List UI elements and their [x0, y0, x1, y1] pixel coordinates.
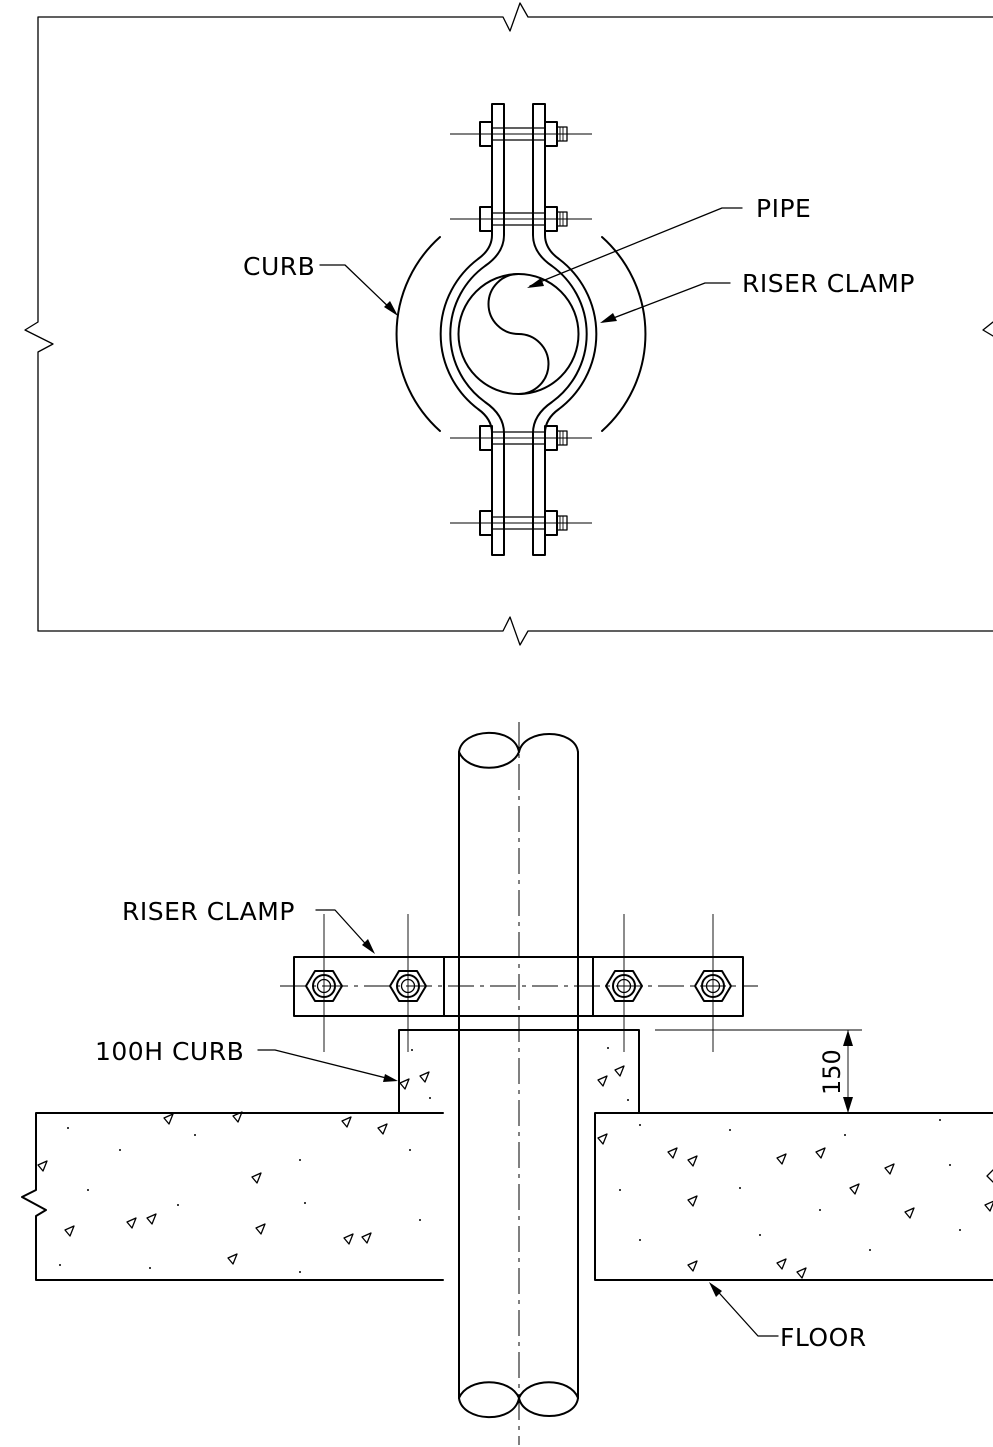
- concrete-hatch: [37, 1047, 993, 1279]
- break-mark-right: [982, 321, 993, 337]
- riser-clamp-plan: [439, 103, 598, 556]
- curb-leader-arrow: [384, 301, 398, 316]
- curb-label: CURB: [243, 252, 315, 281]
- riser-clamp-section-label: RISER CLAMP: [122, 897, 295, 926]
- riser-clamp-label: RISER CLAMP: [742, 269, 915, 298]
- section-view: 150: [21, 722, 993, 1445]
- curb-left: [398, 1029, 444, 1114]
- bolt-2: [449, 206, 593, 232]
- break-mark-section-right: [986, 1169, 993, 1183]
- riser-clamp-leader: [602, 282, 731, 323]
- riser-clamp-section-leader-arrow: [362, 939, 375, 954]
- floor-leader: [711, 1284, 779, 1337]
- plan-view: CURB PIPE RISER CLAMP: [24, 2, 993, 646]
- floor-slab-right: [594, 1112, 993, 1281]
- bolt-4: [449, 510, 593, 536]
- curb-leader: [319, 264, 396, 314]
- riser-clamp-section: [280, 914, 758, 1052]
- dimension-text: 150: [818, 1049, 846, 1095]
- pipe-label: PIPE: [756, 194, 811, 223]
- floor-label: FLOOR: [780, 1323, 867, 1352]
- bolt-1: [449, 121, 593, 147]
- pipe-leader-arrow: [527, 278, 544, 288]
- slab-break-border: [24, 2, 993, 646]
- dimension-150: 150: [655, 1029, 862, 1113]
- bolt-3: [449, 425, 593, 451]
- pipe-leader: [529, 207, 743, 287]
- curb-section-label: 100H CURB: [95, 1037, 244, 1066]
- riser-clamp-leader-arrow: [600, 313, 617, 323]
- floor-slab-left: [21, 1112, 444, 1281]
- pipe-plan: [457, 273, 580, 395]
- curb-right: [594, 1029, 640, 1114]
- riser-clamp-section-leader: [315, 909, 373, 952]
- curb-section-leader-arrow: [383, 1074, 398, 1082]
- floor-leader-arrow: [709, 1282, 722, 1297]
- pipe-section: [458, 722, 579, 1445]
- curb-section-leader: [257, 1049, 395, 1081]
- curb-arc-right: [601, 236, 647, 432]
- curb-arc-left: [395, 236, 441, 432]
